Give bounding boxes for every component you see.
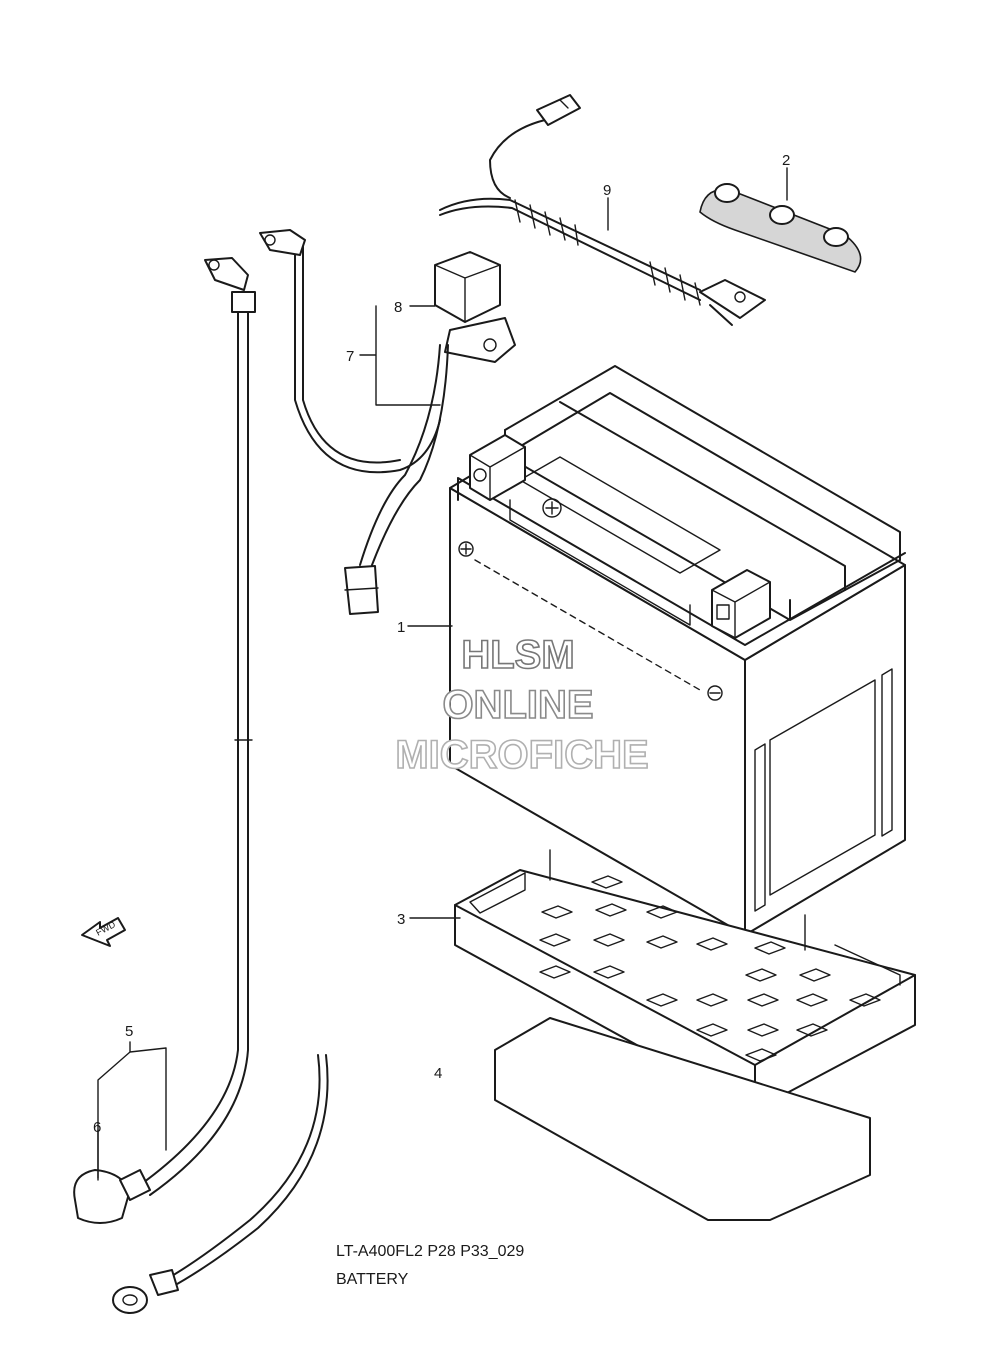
battery-tray[interactable] — [454, 849, 916, 1111]
relay-harness[interactable] — [259, 229, 449, 615]
ground-cable[interactable] — [112, 1054, 329, 1314]
diagram-model-code: LT-A400FL2 P28 P33_029 — [336, 1243, 525, 1260]
callout-5: 5 — [125, 1023, 133, 1040]
watermark-line-1: HLSM — [461, 633, 574, 677]
callout-2: 2 — [782, 152, 790, 169]
callout-8: 8 — [394, 299, 402, 316]
callout-leaders — [97, 167, 788, 1181]
callout-9: 9 — [603, 182, 611, 199]
callout-6: 6 — [93, 1119, 101, 1136]
terminal-cap[interactable] — [73, 1169, 151, 1224]
callout-1: 1 — [397, 619, 405, 636]
battery-terminal-positive — [711, 569, 771, 639]
starter-relay[interactable] — [434, 251, 516, 363]
battery[interactable] — [449, 365, 906, 936]
forward-direction-arrow: FWD — [81, 917, 126, 947]
callout-7: 7 — [346, 348, 354, 365]
battery-cable[interactable] — [139, 257, 256, 1196]
watermark: HLSM ONLINE MICROFICHE — [395, 632, 650, 778]
diagram-title: BATTERY — [336, 1271, 409, 1288]
battery-terminal-negative — [469, 434, 526, 501]
watermark-line-2: ONLINE — [442, 683, 593, 727]
starter-cable[interactable] — [439, 94, 766, 326]
tray-slots — [539, 875, 881, 1062]
callout-4: 4 — [434, 1065, 442, 1082]
callout-3: 3 — [397, 911, 405, 928]
terminal-cover[interactable] — [699, 183, 862, 273]
battery-pad[interactable] — [494, 1017, 871, 1221]
watermark-line-3: MICROFICHE — [395, 733, 648, 777]
